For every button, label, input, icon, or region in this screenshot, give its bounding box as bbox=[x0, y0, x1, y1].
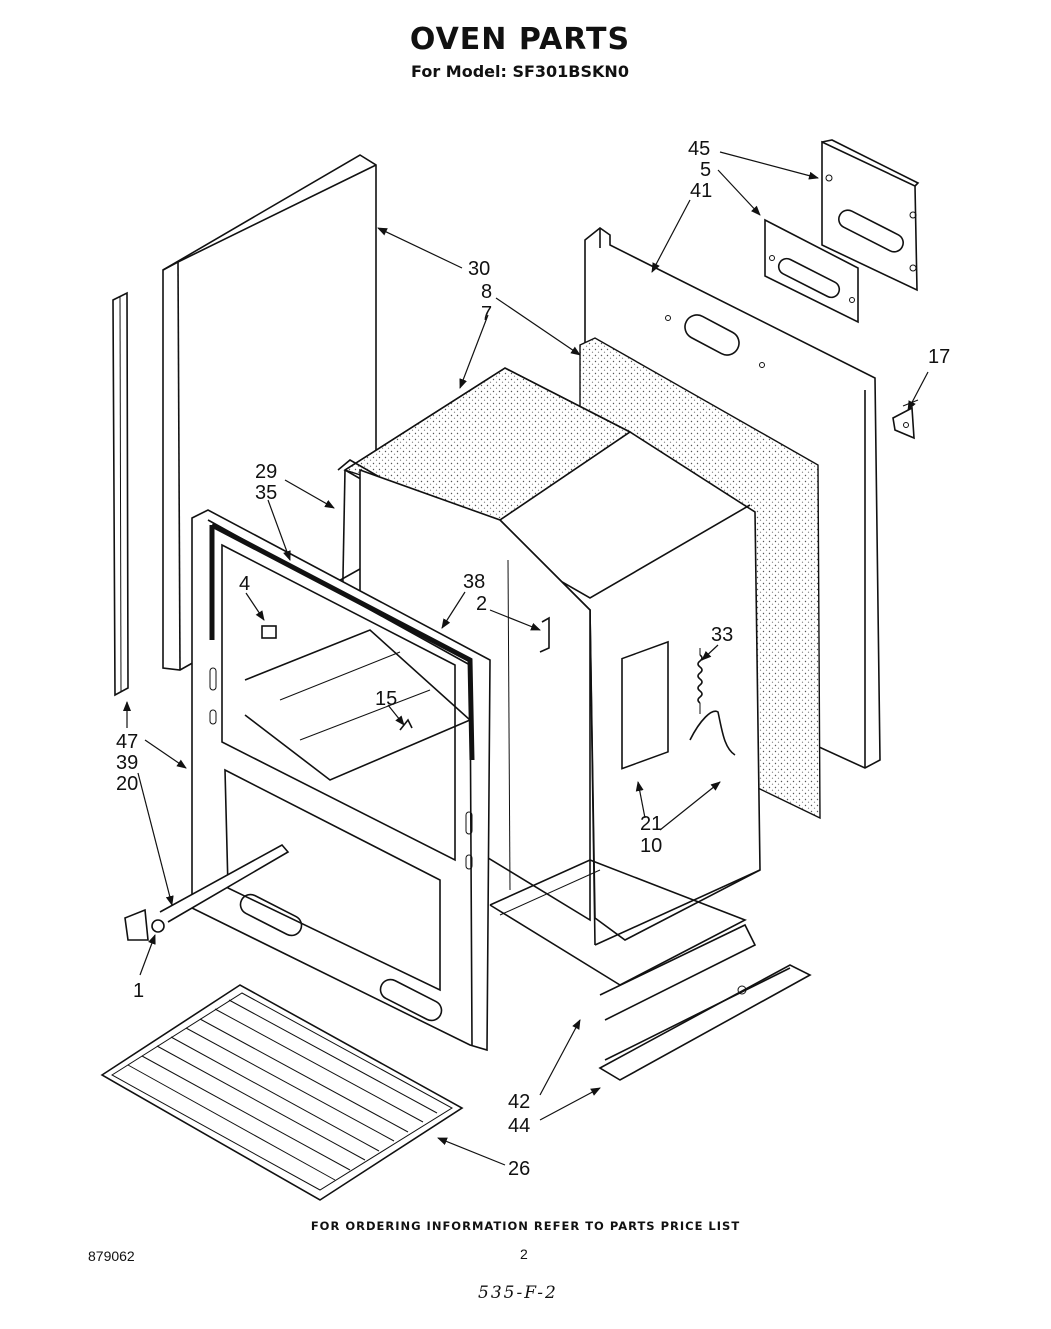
part-44-drawer-rail bbox=[598, 964, 812, 1081]
callout-10: 10 bbox=[640, 835, 662, 857]
callout-8: 8 bbox=[481, 281, 492, 303]
part-5-gasket-plate bbox=[764, 218, 859, 324]
page-number: 2 bbox=[520, 1246, 528, 1262]
part-33-spring bbox=[697, 648, 703, 714]
callout-21: 21 bbox=[640, 813, 662, 835]
part-47-side-trim bbox=[112, 291, 129, 697]
part-17-clip bbox=[892, 399, 919, 440]
part-4-bracket bbox=[261, 625, 277, 639]
callout-15: 15 bbox=[375, 688, 397, 710]
callout-30: 30 bbox=[468, 258, 490, 280]
callout-26: 26 bbox=[508, 1158, 530, 1180]
callout-7: 7 bbox=[481, 303, 492, 325]
part-15-clip bbox=[399, 718, 413, 731]
callout-leaders bbox=[123, 151, 929, 1166]
part-39-front-frame bbox=[191, 509, 491, 1052]
callout-39: 39 bbox=[116, 752, 138, 774]
callout-29: 29 bbox=[255, 461, 277, 483]
callout-38: 38 bbox=[463, 571, 485, 593]
callout-44: 44 bbox=[508, 1115, 530, 1137]
callout-47: 47 bbox=[116, 731, 138, 753]
callout-5: 5 bbox=[700, 159, 711, 181]
callout-42: 42 bbox=[508, 1091, 530, 1113]
callout-20: 20 bbox=[116, 773, 138, 795]
handwritten-note: 535-F-2 bbox=[478, 1283, 558, 1303]
part-10-wire bbox=[689, 710, 736, 756]
callout-4: 4 bbox=[239, 573, 250, 595]
callout-1: 1 bbox=[133, 980, 144, 1002]
callout-2: 2 bbox=[476, 593, 487, 615]
ordering-note: FOR ORDERING INFORMATION REFER TO PARTS … bbox=[310, 1219, 741, 1233]
callout-45: 45 bbox=[688, 138, 710, 160]
part-20-handle-rod bbox=[124, 843, 290, 941]
part-26-oven-rack bbox=[100, 984, 464, 1201]
callout-17: 17 bbox=[928, 346, 950, 368]
callout-35: 35 bbox=[255, 482, 277, 504]
document-number: 879062 bbox=[88, 1248, 135, 1264]
callout-41: 41 bbox=[690, 180, 712, 202]
part-45-mounting-bracket bbox=[821, 139, 920, 292]
part-2-latch bbox=[539, 616, 550, 653]
model-subtitle: For Model: SF301BSKN0 bbox=[411, 62, 629, 81]
callout-33: 33 bbox=[711, 624, 733, 646]
page-title: OVEN PARTS bbox=[409, 22, 631, 57]
callout-labels: 45 5 41 30 8 7 17 29 35 4 38 2 33 15 47 … bbox=[116, 138, 950, 1180]
